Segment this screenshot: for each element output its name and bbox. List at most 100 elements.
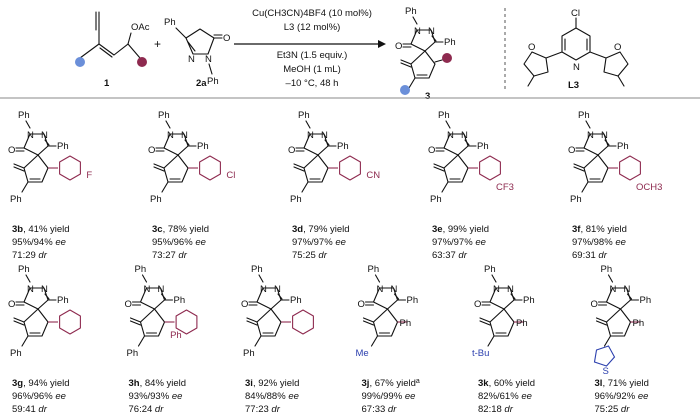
compound-id: 3f <box>572 224 581 235</box>
substrate-1: OAc 1 <box>75 11 150 89</box>
compound-id: 3k <box>478 378 489 389</box>
svg-text:73:27 dr: 73:27 dr <box>152 250 188 261</box>
condition-temperature: –10 °C, 48 h <box>286 78 339 89</box>
n-phenyl-label: Ph <box>18 264 30 275</box>
c3-phenyl-label: Ph <box>444 37 456 48</box>
aryl-substituent-label: F <box>86 170 92 181</box>
aryl-substituent-label: OCH3 <box>636 182 662 193</box>
compound-id: 3j <box>362 378 370 389</box>
vinyl-phenyl-label: Ph <box>10 194 22 205</box>
plus-sign: + <box>154 37 161 51</box>
o-label: O <box>568 145 575 156</box>
ee-label: ee <box>475 237 486 248</box>
dr-label: dr <box>155 404 164 415</box>
n-label: N <box>391 284 398 295</box>
condition-catalyst: Cu(CH3CN)4BF4 (10 mol%) <box>252 8 372 19</box>
ee-value: 96%/92% <box>595 391 638 402</box>
n-label: N <box>587 130 594 141</box>
svg-text:3b, 41% yield: 3b, 41% yield <box>12 224 70 235</box>
yield-value: , 99% yield <box>443 224 489 235</box>
vinyl-phenyl-label: Ph <box>10 348 22 359</box>
dr-value: 75:25 <box>595 404 621 415</box>
n-label: N <box>610 284 617 295</box>
ee-value: 97%/97% <box>432 237 475 248</box>
svg-text:69:31 dr: 69:31 dr <box>572 250 608 261</box>
n-label: N <box>27 130 34 141</box>
dr-value: 77:23 <box>245 404 271 415</box>
aryl-label: Ph <box>633 318 645 329</box>
n-phenyl-label: Ph <box>18 110 30 121</box>
compound-id: 3d <box>292 224 303 235</box>
yield-value: , 81% yield <box>580 224 626 235</box>
ee-label: ee <box>335 237 346 248</box>
aryl-substituent-label: CN <box>366 170 380 181</box>
dr-label: dr <box>504 404 513 415</box>
ee-value: 97%/98% <box>572 237 615 248</box>
svg-text:3g, 94% yield: 3g, 94% yield <box>12 378 70 389</box>
aryl-substituent-label: Ph <box>170 330 182 341</box>
ee-label: ee <box>615 237 626 248</box>
n-phenyl-label: Ph <box>578 110 590 121</box>
svg-text:3j, 67% yielda: 3j, 67% yielda <box>362 378 420 390</box>
yield-value: , 84% yield <box>140 378 186 389</box>
ee-label: ee <box>405 391 416 402</box>
svg-text:97%/98% ee: 97%/98% ee <box>572 237 626 248</box>
svg-text:97%/97% ee: 97%/97% ee <box>292 237 346 248</box>
condition-solvent: MeOH (1 mL) <box>283 64 341 75</box>
ee-label: ee <box>638 391 649 402</box>
svg-text:82:18 dr: 82:18 dr <box>478 404 514 415</box>
o-label: O <box>428 145 435 156</box>
dr-value: 75:25 <box>292 250 318 261</box>
yield-value: , 67% yield <box>369 378 415 389</box>
yield-value: , 78% yield <box>163 224 209 235</box>
n-label: N <box>41 284 48 295</box>
compound-id: 3l <box>595 378 603 389</box>
ee-value: 96%/96% <box>12 391 55 402</box>
vinyl-substituent-label: t-Bu <box>472 348 489 359</box>
c3-phenyl-label: Ph <box>407 295 419 306</box>
condition-ligand: L3 (12 mol%) <box>284 22 341 33</box>
n-label: N <box>493 284 500 295</box>
dr-label: dr <box>621 404 630 415</box>
ee-value: 95%/94% <box>12 237 55 248</box>
c3-phenyl-label: Ph <box>197 141 209 152</box>
yield-value: , 92% yield <box>253 378 299 389</box>
n-label: N <box>507 284 514 295</box>
dr-label: dr <box>178 250 187 261</box>
red-substituent-marker <box>442 53 452 63</box>
svg-text:75:25 dr: 75:25 dr <box>595 404 631 415</box>
n-phenyl-label: Ph <box>601 264 613 275</box>
compound-id: 3i <box>245 378 253 389</box>
ee-label: ee <box>55 237 66 248</box>
ee-label: ee <box>172 391 183 402</box>
red-substituent-marker <box>137 57 147 67</box>
vinyl-phenyl-label: Ph <box>430 194 442 205</box>
n-phenyl-label: Ph <box>298 110 310 121</box>
aryl-label: Ph <box>400 318 412 329</box>
ligand-l3: Cl N O O L3 <box>523 8 629 91</box>
n-label: N <box>167 130 174 141</box>
compound-2a-label: 2a <box>196 78 207 89</box>
o-label: O <box>148 145 155 156</box>
n-label: N <box>377 284 384 295</box>
ligand-l3-label: L3 <box>568 80 579 91</box>
svg-text:97%/97% ee: 97%/97% ee <box>432 237 486 248</box>
